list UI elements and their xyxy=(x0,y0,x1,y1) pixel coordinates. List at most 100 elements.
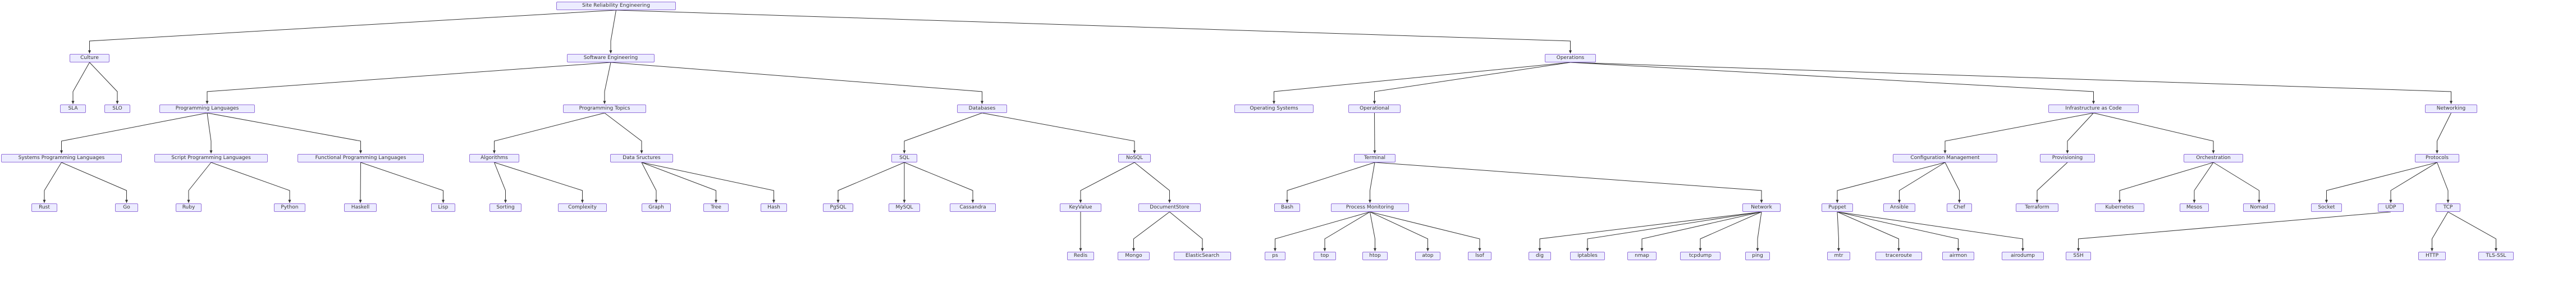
tree-node-tree[interactable]: Tree xyxy=(703,203,729,212)
tree-node-airodump[interactable]: airodump xyxy=(2002,252,2044,260)
tree-node-udp[interactable]: UDP xyxy=(2378,203,2404,212)
tree-node-terminal[interactable]: Terminal xyxy=(1354,154,1395,162)
tree-node-socket[interactable]: Socket xyxy=(2311,203,2342,212)
tree-node-orchestration[interactable]: Orchestration xyxy=(2184,154,2243,162)
tree-node-swe[interactable]: Software Engineering xyxy=(567,54,655,62)
tree-node-http[interactable]: HTTP xyxy=(2418,252,2446,260)
tree-node-top[interactable]: top xyxy=(1314,252,1336,260)
tree-node-graph[interactable]: Graph xyxy=(642,203,671,212)
tree-node-datastruct[interactable]: Data Sructures xyxy=(610,154,673,162)
tree-node-nosql[interactable]: NoSQL xyxy=(1118,154,1151,162)
edge-swe-to-progtopics xyxy=(603,62,611,104)
tree-node-algorithms[interactable]: Algorithms xyxy=(469,154,519,162)
tree-node-protocols[interactable]: Protocols xyxy=(2415,154,2459,162)
tree-node-pgsql[interactable]: PgSQL xyxy=(823,203,853,212)
tree-node-cassandra[interactable]: Cassandra xyxy=(950,203,996,212)
tree-node-hash[interactable]: Hash xyxy=(761,203,787,212)
edge-puppet-to-mtr xyxy=(1837,211,1841,251)
tree-node-label: Sorting xyxy=(496,204,515,210)
edge-funcprog-to-lisp xyxy=(360,162,445,203)
tree-node-docstore[interactable]: DocumentStore xyxy=(1138,203,1201,212)
edge-sysprog-to-rust xyxy=(43,162,62,203)
tree-node-funcprog[interactable]: Functional Programming Languages xyxy=(298,154,424,162)
tree-node-kubernetes[interactable]: Kubernetes xyxy=(2095,203,2144,212)
tree-node-label: Mongo xyxy=(1125,252,1142,259)
tree-node-lisp[interactable]: Lisp xyxy=(431,203,455,212)
tree-node-ps[interactable]: ps xyxy=(1265,252,1285,260)
tree-node-ping[interactable]: ping xyxy=(1745,252,1770,260)
tree-node-traceroute[interactable]: traceroute xyxy=(1875,252,1922,260)
tree-node-sysprog[interactable]: Systems Programming Languages xyxy=(1,154,122,162)
tree-node-proglang[interactable]: Programming Languages xyxy=(159,105,255,113)
tree-node-iptables[interactable]: iptables xyxy=(1570,252,1605,260)
tree-node-progtopics[interactable]: Programming Topics xyxy=(563,105,646,113)
edge-scriptprog-to-python xyxy=(211,162,291,203)
tree-node-ops[interactable]: Operations xyxy=(1545,54,1596,62)
tree-node-tcpdump[interactable]: tcpdump xyxy=(1680,252,1721,260)
tree-node-databases[interactable]: Databases xyxy=(957,105,1007,113)
edge-iac-to-orchestration xyxy=(2093,112,2215,153)
tree-node-label: ping xyxy=(1752,252,1763,259)
tree-node-mesos[interactable]: Mesos xyxy=(2180,203,2209,212)
tree-node-scriptprog[interactable]: Script Programming Languages xyxy=(154,154,268,162)
tree-node-lsof[interactable]: lsof xyxy=(1468,252,1491,260)
tree-node-nmap[interactable]: nmap xyxy=(1627,252,1657,260)
tree-node-chef[interactable]: Chef xyxy=(1947,203,1972,212)
tree-node-label: Complexity xyxy=(568,204,597,210)
tree-node-procmon[interactable]: Process Monitoring xyxy=(1331,203,1409,212)
tree-node-sql[interactable]: SQL xyxy=(891,154,917,162)
tree-node-nomad[interactable]: Nomad xyxy=(2243,203,2275,212)
tree-node-mysql[interactable]: MySQL xyxy=(889,203,920,212)
tree-node-rust[interactable]: Rust xyxy=(31,203,57,212)
tree-node-label: Terraform xyxy=(2025,204,2049,210)
tree-node-mongo[interactable]: Mongo xyxy=(1118,252,1150,260)
edge-culture-to-slo xyxy=(89,62,119,104)
tree-node-networking[interactable]: Networking xyxy=(2425,105,2477,113)
edge-sql-to-cassandra xyxy=(904,162,974,203)
tree-node-python[interactable]: Python xyxy=(274,203,305,212)
tree-node-tlsssl[interactable]: TLS-SSL xyxy=(2478,252,2514,260)
tree-node-provisioning[interactable]: Provisioning xyxy=(2040,154,2095,162)
tree-node-puppet[interactable]: Puppet xyxy=(1822,203,1853,212)
tree-node-label: dig xyxy=(1536,252,1544,259)
tree-node-sla[interactable]: SLA xyxy=(60,105,86,113)
tree-node-iac[interactable]: Infrastructure as Code xyxy=(2048,105,2139,113)
tree-node-configmgmt[interactable]: Configuration Management xyxy=(1893,154,1997,162)
tree-node-ansible[interactable]: Ansible xyxy=(1883,203,1915,212)
edge-procmon-to-htop xyxy=(1370,211,1377,251)
edge-protocols-to-tcp xyxy=(2437,162,2450,203)
tree-node-sre[interactable]: Site Reliability Engineering xyxy=(556,2,676,10)
tree-node-terraform[interactable]: Terraform xyxy=(2016,203,2058,212)
edge-proglang-to-scriptprog xyxy=(207,112,213,153)
tree-node-complexity[interactable]: Complexity xyxy=(558,203,607,212)
tree-node-ruby[interactable]: Ruby xyxy=(176,203,202,212)
tree-node-mtr[interactable]: mtr xyxy=(1827,252,1850,260)
tree-node-redis[interactable]: Redis xyxy=(1067,252,1094,260)
tree-node-culture[interactable]: Culture xyxy=(70,54,109,62)
tree-node-label: Operating Systems xyxy=(1250,105,1298,111)
tree-node-opsys[interactable]: Operating Systems xyxy=(1234,105,1314,113)
tree-node-label: Programming Topics xyxy=(579,105,630,111)
tree-node-network[interactable]: Network xyxy=(1742,203,1781,212)
tree-node-bash[interactable]: Bash xyxy=(1274,203,1300,212)
edge-terminal-to-network xyxy=(1374,162,1763,203)
tree-node-haskell[interactable]: Haskell xyxy=(344,203,377,212)
tree-node-slo[interactable]: SLO xyxy=(104,105,130,113)
tree-node-label: NoSQL xyxy=(1125,155,1143,161)
tree-node-htop[interactable]: htop xyxy=(1362,252,1388,260)
tree-node-airmon[interactable]: airmon xyxy=(1942,252,1974,260)
edge-protocols-to-udp xyxy=(2389,162,2437,203)
tree-node-ssh[interactable]: SSH xyxy=(2066,252,2091,260)
tree-node-keyvalue[interactable]: KeyValue xyxy=(1060,203,1101,212)
edge-puppet-to-airmon xyxy=(1837,211,1960,251)
tree-node-tcp[interactable]: TCP xyxy=(2436,203,2460,212)
edge-procmon-to-top xyxy=(1323,211,1370,251)
tree-node-atop[interactable]: atop xyxy=(1415,252,1440,260)
edge-network-to-iptables xyxy=(1586,211,1762,251)
tree-node-operational[interactable]: Operational xyxy=(1348,105,1401,113)
tree-node-go[interactable]: Go xyxy=(115,203,138,212)
tree-node-sorting[interactable]: Sorting xyxy=(489,203,521,212)
tree-node-elasticsearch[interactable]: ElasticSearch xyxy=(1174,252,1231,260)
tree-node-label: SLO xyxy=(112,105,122,111)
tree-node-dig[interactable]: dig xyxy=(1529,252,1551,260)
